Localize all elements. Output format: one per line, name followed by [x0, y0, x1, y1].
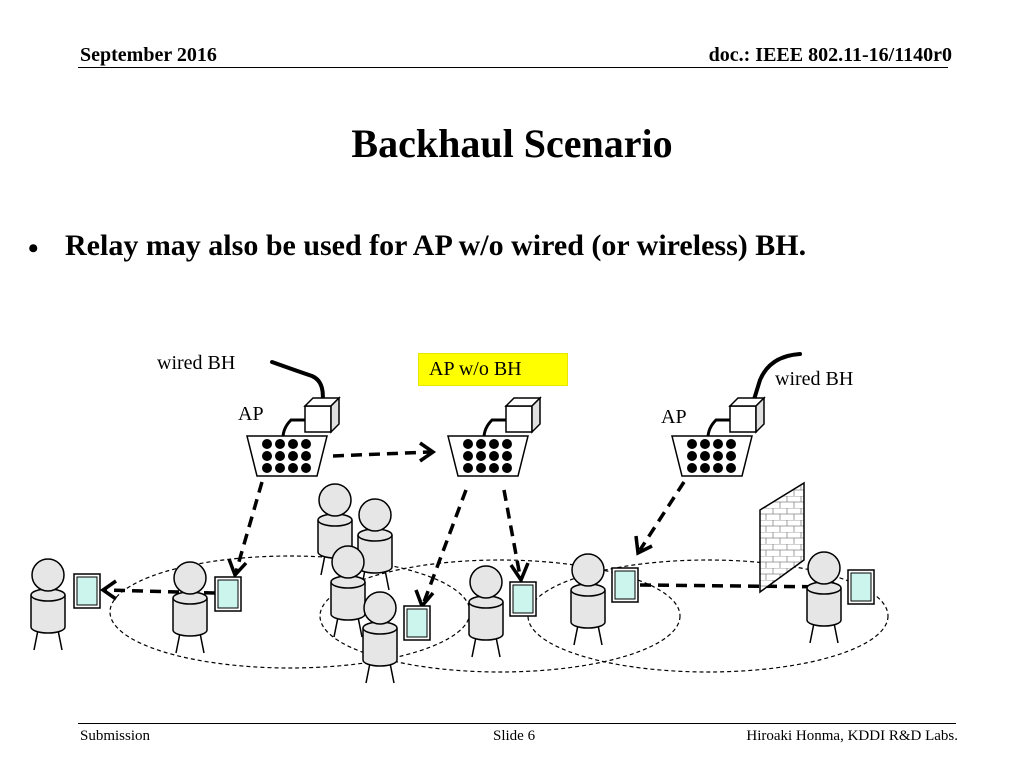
footer-slide-number: Slide 6 [493, 728, 536, 744]
user-group-4 [362, 591, 398, 684]
ap-right [672, 397, 765, 476]
backhaul-diagram: wired BH AP AP w/o BH wired BH AP [0, 340, 1024, 700]
wired-bh-cable-right [750, 352, 802, 408]
link-arrow-center-ap-right [502, 489, 530, 584]
coverage-area-right [527, 559, 889, 673]
user-far-right [806, 551, 842, 644]
slide-title: Backhaul Scenario [351, 121, 673, 166]
footer-divider [78, 723, 956, 724]
device-far-left [73, 573, 101, 609]
label-wired-bh-right: wired BH [775, 368, 854, 390]
header-divider [78, 67, 948, 68]
user-far-left [30, 558, 66, 651]
relay-arrow-ap-to-ap [332, 441, 437, 463]
wall-obstacle [759, 481, 805, 594]
ap-without-bh [448, 397, 541, 476]
device-group [403, 605, 431, 641]
label-ap-left: AP [238, 403, 264, 425]
wired-bh-cable-left [270, 360, 325, 408]
user-left [172, 561, 208, 654]
label-ap-without-bh: AP w/o BH [418, 353, 568, 386]
header-date: September 2016 [80, 44, 217, 66]
bullet-text: Relay may also be used for AP w/o wired … [65, 229, 807, 262]
device-far-right [847, 569, 875, 605]
device-center [509, 581, 537, 617]
header-doc-id: doc.: IEEE 802.11-16/1140r0 [708, 44, 952, 66]
ap-left [247, 397, 340, 476]
diagram-canvas [30, 352, 889, 684]
user-group-3 [330, 545, 366, 638]
link-arrow-ap-right-down [634, 481, 686, 556]
user-center-right [570, 553, 606, 646]
device-center-right [611, 567, 639, 603]
footer-author: Hiroaki Honma, KDDI R&D Labs. [746, 728, 958, 744]
link-arrow-ap-left-down [227, 481, 264, 579]
label-ap-right: AP [661, 406, 687, 428]
user-center [468, 565, 504, 658]
device-left [214, 576, 242, 612]
label-wired-bh-left: wired BH [157, 352, 236, 374]
link-arrow-center-ap-left [414, 489, 468, 610]
user-group-2 [357, 498, 393, 591]
coverage-area-center [319, 559, 681, 673]
bullet-marker: • [28, 232, 39, 265]
footer-submission: Submission [80, 728, 151, 744]
